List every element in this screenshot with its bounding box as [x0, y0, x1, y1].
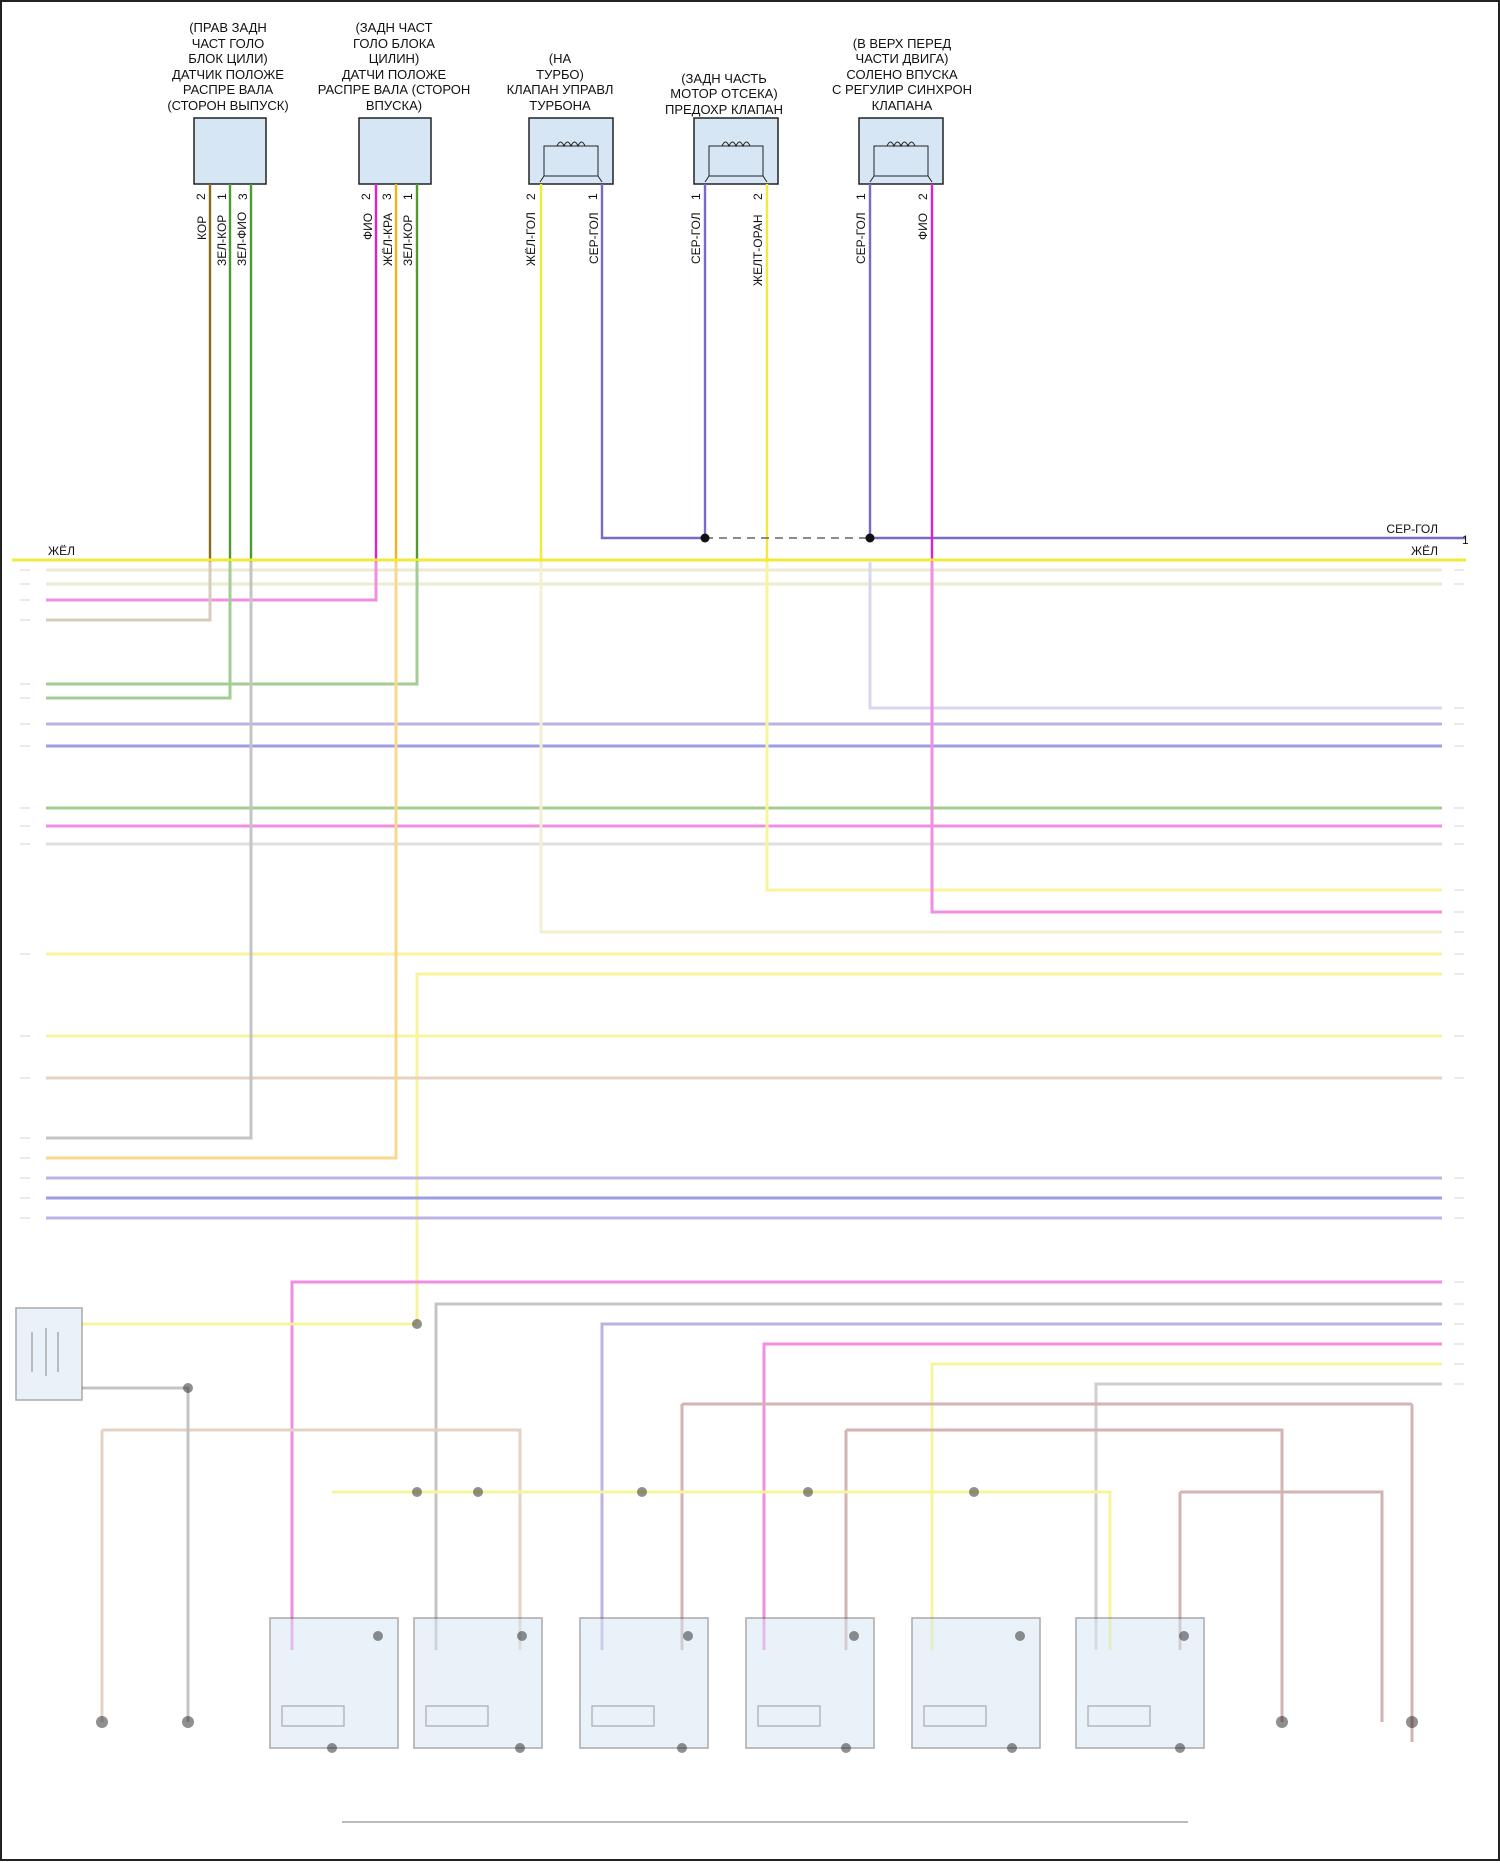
- caption-line: (ЗАДН ЧАСТЬ: [681, 71, 767, 86]
- caption-line: КЛАПАНА: [872, 98, 933, 113]
- caption-line: ДАТЧИ ПОЛОЖЕ: [342, 67, 447, 82]
- pin-number: 1: [854, 193, 868, 200]
- pin-number: 1: [689, 193, 703, 200]
- camshaft-sensor-intake-box: [359, 118, 431, 184]
- lower-left-component: [16, 1308, 82, 1400]
- intake-timing-solenoid-box: [859, 118, 943, 184]
- pin-number: 2: [916, 193, 930, 200]
- wire-ser-gol-turbo: [602, 184, 702, 538]
- bus-pin-1: 1: [1462, 533, 1469, 547]
- pin-number: 1: [215, 193, 229, 200]
- caption-line: (В ВЕРХ ПЕРЕД: [853, 36, 952, 51]
- caption-line: ТУРБО): [536, 67, 584, 82]
- caption-line: ТУРБОНА: [529, 98, 591, 113]
- caption-line: ГОЛО БЛОКА: [353, 36, 435, 51]
- harness-edge-ticks: [20, 570, 1464, 1384]
- caption-line: РАСПРЕ ВАЛА (СТОРОН: [318, 82, 471, 97]
- wire-color-labels: КОР ЗЕЛ-КОР ЗЕЛ-ФИО ФИО ЖЁЛ-КРА ЗЕЛ-КОР …: [195, 212, 930, 286]
- pin-number: 3: [236, 193, 250, 200]
- component-2-caption: (ЗАДН ЧАСТ ГОЛО БЛОКА ЦИЛИН) ДАТЧИ ПОЛОЖ…: [318, 20, 471, 113]
- caption-line: (ЗАДН ЧАСТ: [355, 20, 432, 35]
- wire-label: ЗЕЛ-КОР: [215, 215, 229, 266]
- component-5-caption: (В ВЕРХ ПЕРЕД ЧАСТИ ДВИГА) СОЛЕНО ВПУСКА…: [832, 36, 972, 113]
- wire-label: ЖЁЛ-КРА: [381, 213, 395, 266]
- top-wires: [210, 184, 1466, 562]
- caption-line: ВПУСКА): [366, 98, 422, 113]
- wire-label: СЕР-ГОЛ: [689, 212, 703, 264]
- caption-line: МОТОР ОТСЕКА): [670, 86, 777, 101]
- pin-number: 2: [751, 193, 765, 200]
- turbo-control-valve-box: [529, 118, 613, 184]
- caption-line: ПРЕДОХР КЛАПАН: [665, 102, 783, 117]
- wire-label: ЗЕЛ-ФИО: [235, 212, 249, 266]
- relief-valve-box: [694, 118, 778, 184]
- bus-label-zhel-right: ЖЁЛ: [1411, 544, 1438, 558]
- caption-line: БЛОК ЦИЛИ): [188, 51, 268, 66]
- pin-number: 1: [401, 193, 415, 200]
- wire-label: КОР: [195, 216, 209, 240]
- bus-label-zhel-left: ЖЁЛ: [48, 544, 75, 558]
- bus-label-ser-gol: СЕР-ГОЛ: [1386, 522, 1438, 536]
- wire-label: ФИО: [361, 213, 375, 240]
- caption-line: КЛАПАН УПРАВЛ: [507, 82, 614, 97]
- pin-number: 3: [380, 193, 394, 200]
- wire-label: СЕР-ГОЛ: [587, 212, 601, 264]
- pin-numbers: 2 1 3 2 3 1 2 1 1 2 1 2: [194, 193, 930, 200]
- caption-line: С РЕГУЛИР СИНХРОН: [832, 82, 972, 97]
- caption-line: ЧАСТ ГОЛО: [192, 36, 264, 51]
- wire-label: ЖЁЛ-ГОЛ: [524, 212, 538, 266]
- splice-dot: [701, 534, 710, 543]
- pin-number: 1: [586, 193, 600, 200]
- component-4-caption: (ЗАДН ЧАСТЬ МОТОР ОТСЕКА) ПРЕДОХР КЛАПАН: [665, 71, 783, 117]
- caption-line: (ПРАВ ЗАДН: [189, 20, 267, 35]
- pin-number: 2: [359, 193, 373, 200]
- wire-label: ФИО: [916, 213, 930, 240]
- wire-label: СЕР-ГОЛ: [854, 212, 868, 264]
- camshaft-sensor-exhaust-box: [194, 118, 266, 184]
- caption-line: (СТОРОН ВЫПУСК): [167, 98, 288, 113]
- wire-label: ЗЕЛ-КОР: [401, 215, 415, 266]
- caption-line: ДАТЧИК ПОЛОЖЕ: [172, 67, 284, 82]
- wire-ser-gol-bus: [870, 184, 1466, 538]
- splice-dot: [866, 534, 875, 543]
- pin-number: 2: [194, 193, 208, 200]
- component-1-caption: (ПРАВ ЗАДН ЧАСТ ГОЛО БЛОК ЦИЛИ) ДАТЧИК П…: [167, 20, 288, 113]
- caption-line: СОЛЕНО ВПУСКА: [846, 67, 958, 82]
- caption-line: РАСПРЕ ВАЛА: [183, 82, 274, 97]
- caption-line: (НА: [549, 51, 572, 66]
- wire-label: ЖЕЛТ-ОРАН: [751, 215, 765, 287]
- component-3-caption: (НА ТУРБО) КЛАПАН УПРАВЛ ТУРБОНА: [507, 51, 614, 113]
- caption-line: ЧАСТИ ДВИГА): [856, 51, 949, 66]
- caption-line: ЦИЛИН): [369, 51, 420, 66]
- lower-component-blocks: [270, 1618, 1204, 1822]
- lower-harness: [46, 562, 1442, 1742]
- pin-number: 2: [524, 193, 538, 200]
